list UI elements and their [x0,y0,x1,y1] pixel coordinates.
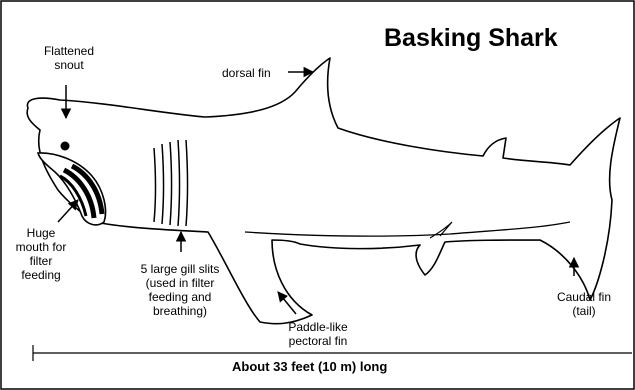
shark-eye [61,142,70,151]
label-mouth: Huge mouth for filter feeding [8,226,74,282]
diagram-title: Basking Shark [384,24,558,53]
label-snout: Flattened snout [24,44,114,72]
label-pectoral-fin: Paddle-like pectoral fin [268,320,368,348]
mouth-arrow [58,200,78,222]
length-caption: About 33 feet (10 m) long [232,359,387,374]
label-gill-slits: 5 large gill slits (used in filter feedi… [120,262,240,318]
label-dorsal-fin: dorsal fin [222,66,288,80]
shark-body-outline [27,58,620,324]
label-caudal-fin: Caudal fin (tail) [544,290,624,318]
